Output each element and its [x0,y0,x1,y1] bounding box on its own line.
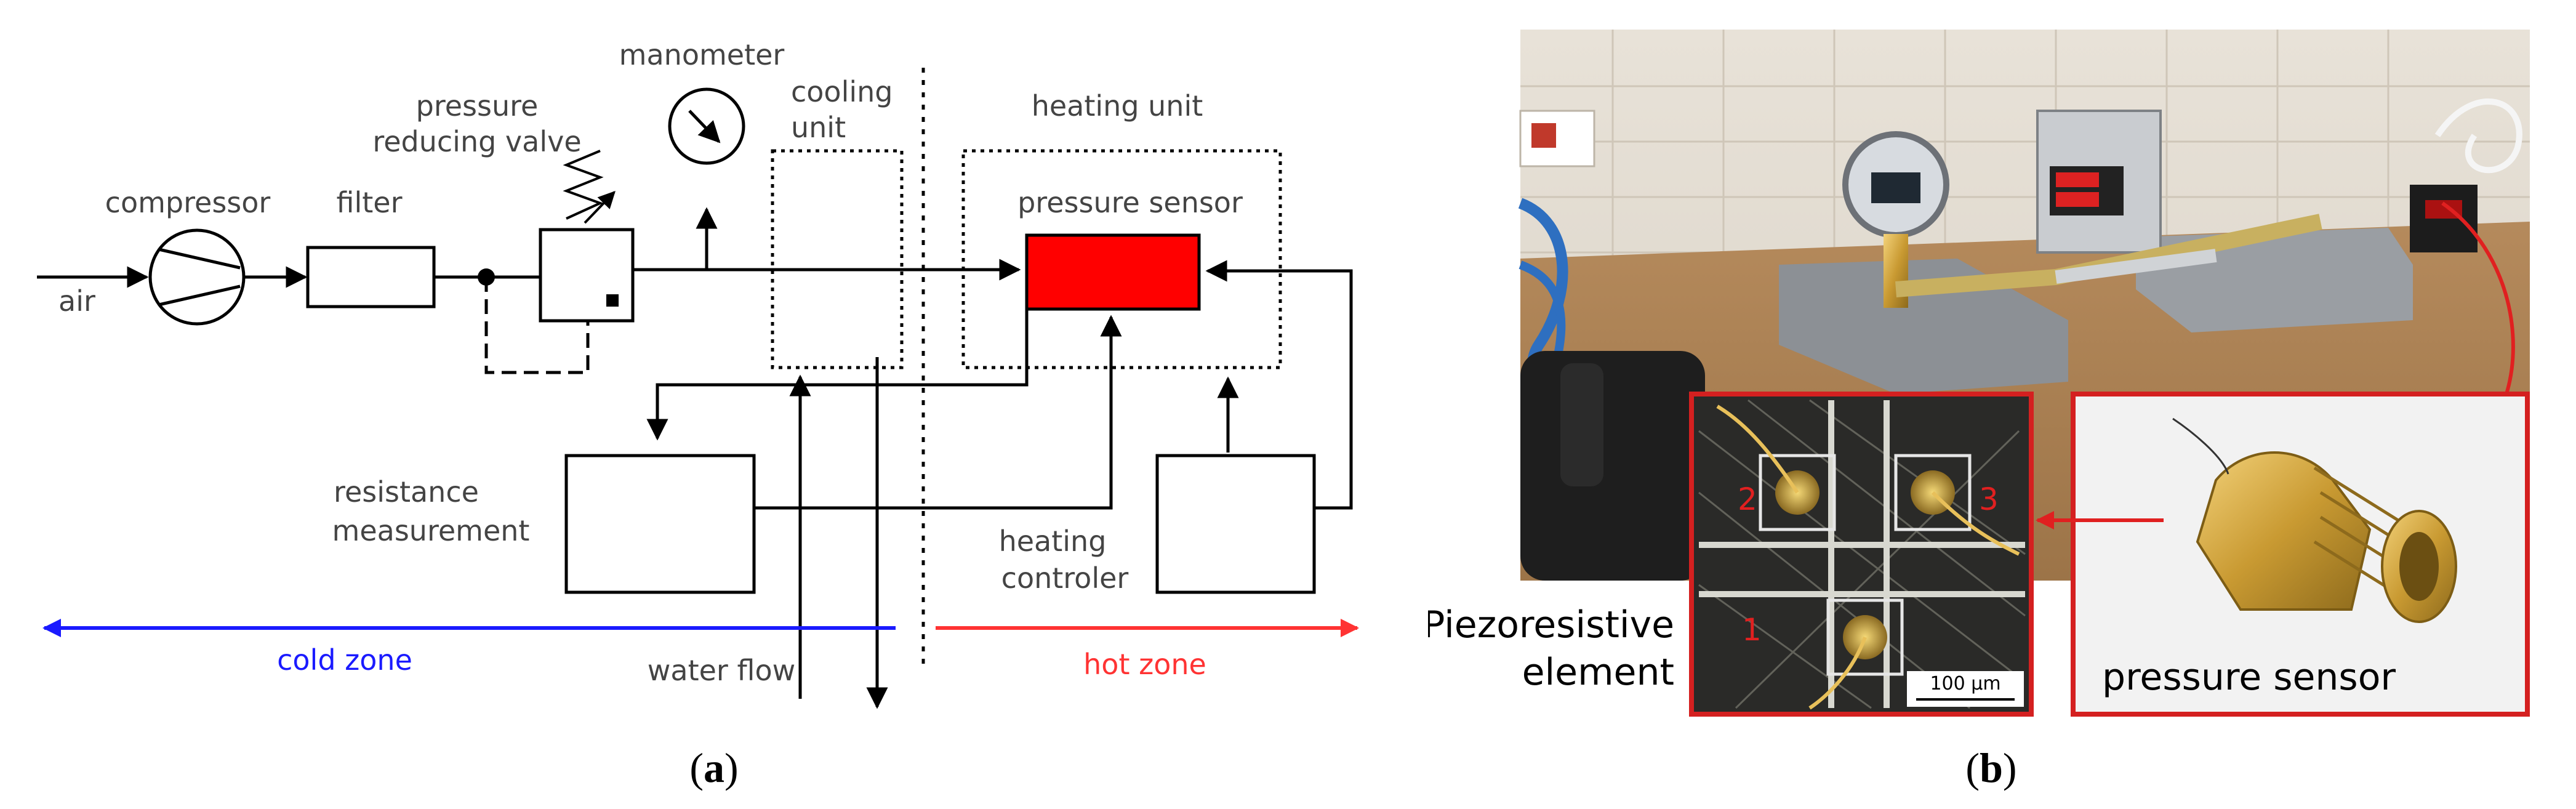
cooling-unit-label-line2: unit [791,111,846,144]
compressor-icon [148,228,246,326]
photo-panel-b: pressure sensor 2 3 1 100 µm [1428,0,2576,809]
pressure-sensor-inset: pressure sensor [2071,392,2530,717]
cooling-unit-label-line1: cooling [791,75,893,108]
caption-b: (b) [1965,744,2016,791]
caption-a: (a) [689,744,738,791]
spring-symbol [563,150,614,224]
resistance-measurement-label-line2: measurement [332,514,530,547]
heating-unit-box [961,149,1282,369]
heating-controler-label-line2: controler [1001,561,1129,595]
controller-to-sensor-arrow [1205,260,1353,510]
resistance-to-sensor-arrow [754,315,1122,510]
pilot-line-dashed [484,277,590,374]
filter-box [306,246,436,308]
photo-composite: pressure sensor 2 3 1 100 µm [1428,30,2530,791]
piezoresistive-micrograph: 2 3 1 100 µm [1689,392,2034,717]
piezoresistive-label-line2: element [1522,651,1674,694]
pressure-sensor-photo-label: pressure sensor [2102,656,2396,699]
pressure-sensor-label: pressure sensor [1017,186,1243,219]
filter-label: filter [336,186,402,219]
manometer-needle [688,110,721,143]
piezoresistive-label-line1: Piezoresistive [1428,603,1674,646]
manometer-label: manometer [619,38,785,71]
pad-1-num-label: 1 [1742,612,1762,648]
cooling-unit-box [771,149,904,369]
pressure-sensor-box [1025,233,1201,311]
schematic-diagram: manometer pressure reducing valve coolin… [37,38,1359,791]
air-label: air [58,284,95,318]
pressure-reducing-valve [539,228,635,323]
cold-zone-label: cold zone [277,643,412,677]
water-flow-label: water flow [648,654,795,687]
hot-zone-label: hot zone [1083,648,1206,681]
pad-3-label: 3 [1979,481,1999,517]
resistance-measurement-label-line1: resistance [334,475,479,509]
valve-label-line1: pressure [416,89,539,123]
scale-bar-label: 100 µm [1930,673,2000,694]
schematic-panel-a: manometer pressure reducing valve coolin… [37,38,1359,791]
heating-unit-label: heating unit [1032,89,1203,123]
pad-1-label: 2 [1738,481,1757,517]
valve-label-line2: reducing valve [372,125,581,158]
heating-controler-box [1155,454,1316,594]
manometer-icon [668,87,745,165]
resistance-measurement-box [564,454,756,594]
heating-controler-label-line1: heating [999,525,1107,558]
compressor-label: compressor [105,186,271,219]
sensor-to-resistance-arrow [646,271,1029,441]
